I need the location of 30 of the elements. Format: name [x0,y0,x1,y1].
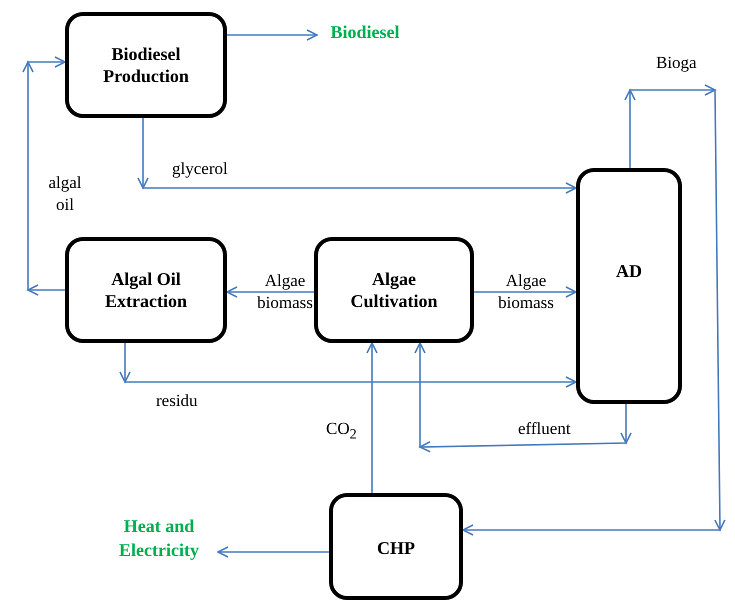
box-label: Algae Cultivation [349,268,438,312]
flow-arrow [366,342,378,493]
edge-label: algal oil [47,172,83,216]
edge-label: residu [156,390,198,412]
box-label: Algal Oil Extraction [104,268,188,312]
flow-arrow [474,286,577,298]
process-box [65,237,227,343]
edge-label: effluent [518,418,571,440]
process-box [576,168,682,404]
output-label: Biodiesel [320,20,410,46]
edge-label: glycerol [172,158,228,180]
output-label: Heat and Electricity [104,514,214,566]
edge-label: CO$_{2}$ [326,418,357,444]
flow-arrow [462,84,726,536]
flow-arrow [217,546,329,558]
box-label: Biodiesel Production [102,42,190,88]
box-label: CHP [377,537,415,560]
process-box [314,237,474,343]
flow-arrow [137,118,577,194]
edge-label: Algae biomass [256,270,314,314]
process-box [65,12,227,118]
edge-label: Bioga [656,52,697,74]
process-box [329,493,463,600]
flow-arrow [226,286,314,298]
flow-arrow [22,56,66,296]
flow-arrow [119,343,577,388]
flow-arrow [227,29,318,41]
flow-arrow [414,342,632,453]
edge-label: Algae biomass [497,270,555,314]
box-label: AD [616,260,642,282]
